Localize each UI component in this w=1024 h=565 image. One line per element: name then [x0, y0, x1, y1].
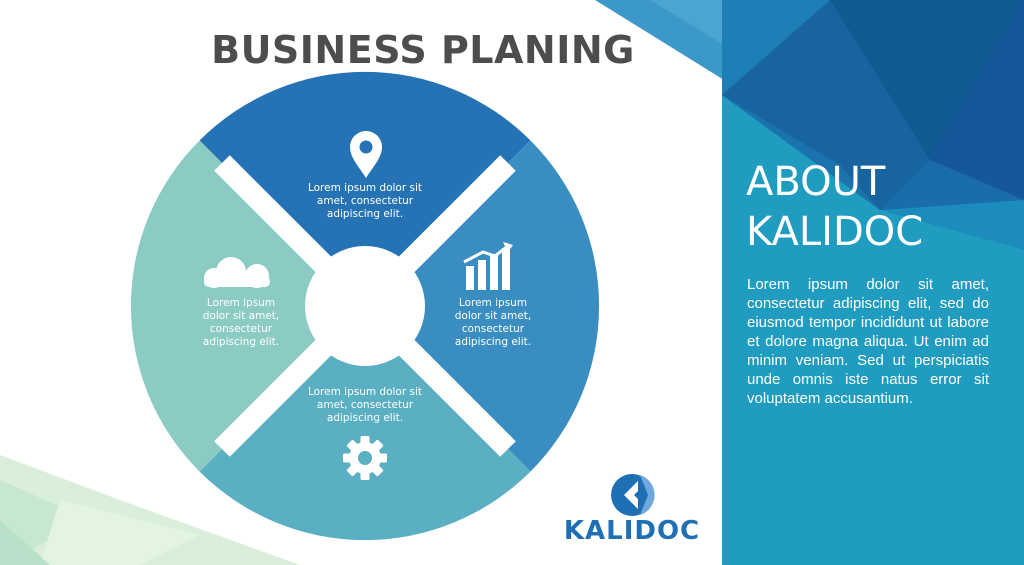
text-line: adipiscing elit. [326, 412, 404, 424]
text-line: adipiscing elit. [326, 208, 404, 220]
segment-top-text: Lorem ipsum dolor sit amet, consectetur … [295, 182, 435, 221]
text-line: dolor sit amet, [454, 310, 532, 322]
gear-icon [343, 436, 387, 480]
text-line: dolor sit amet, [202, 310, 280, 322]
blue-polygon-decoration [595, 0, 724, 80]
about-heading-line: KALIDOC [746, 209, 924, 255]
about-panel-background [722, 0, 1024, 565]
text-line: consectetur [461, 323, 525, 335]
segment-right [365, 140, 600, 472]
text-line: Lorem ipsum [458, 297, 528, 309]
text-line: Lorem ipsum dolor sit [307, 182, 423, 194]
segment-top [199, 71, 531, 307]
about-body-text: Lorem ipsum dolor sit amet, consectetur … [747, 276, 989, 407]
text-line: adipiscing elit. [454, 336, 532, 348]
segment-right-text: Lorem ipsum dolor sit amet, consectetur … [438, 297, 548, 349]
map-pin-icon [350, 131, 382, 178]
about-heading: ABOUT KALIDOC [746, 157, 1006, 257]
growth-chart-icon [463, 242, 513, 290]
text-line: amet, consectetur [316, 195, 414, 207]
green-polygon-decoration [0, 455, 300, 565]
text-line: Lorem ipsum dolor sit [307, 386, 423, 398]
logo-wordmark: KALIDOC [563, 516, 701, 546]
segment-left-text: Lorem ipsum dolor sit amet, consectetur … [186, 297, 296, 349]
segment-bottom [199, 306, 531, 541]
text-line: adipiscing elit. [202, 336, 280, 348]
page-title: BUSINESS PLANING [211, 28, 635, 72]
text-line: amet, consectetur [316, 399, 414, 411]
about-heading-line: ABOUT [746, 159, 886, 205]
cloud-icon [204, 257, 270, 288]
text-line: consectetur [209, 323, 273, 335]
text-line: Lorem ipsum [206, 297, 276, 309]
segment-bottom-text: Lorem ipsum dolor sit amet, consectetur … [295, 386, 435, 425]
kalidoc-logo-icon [611, 474, 655, 516]
segment-left [130, 140, 365, 472]
